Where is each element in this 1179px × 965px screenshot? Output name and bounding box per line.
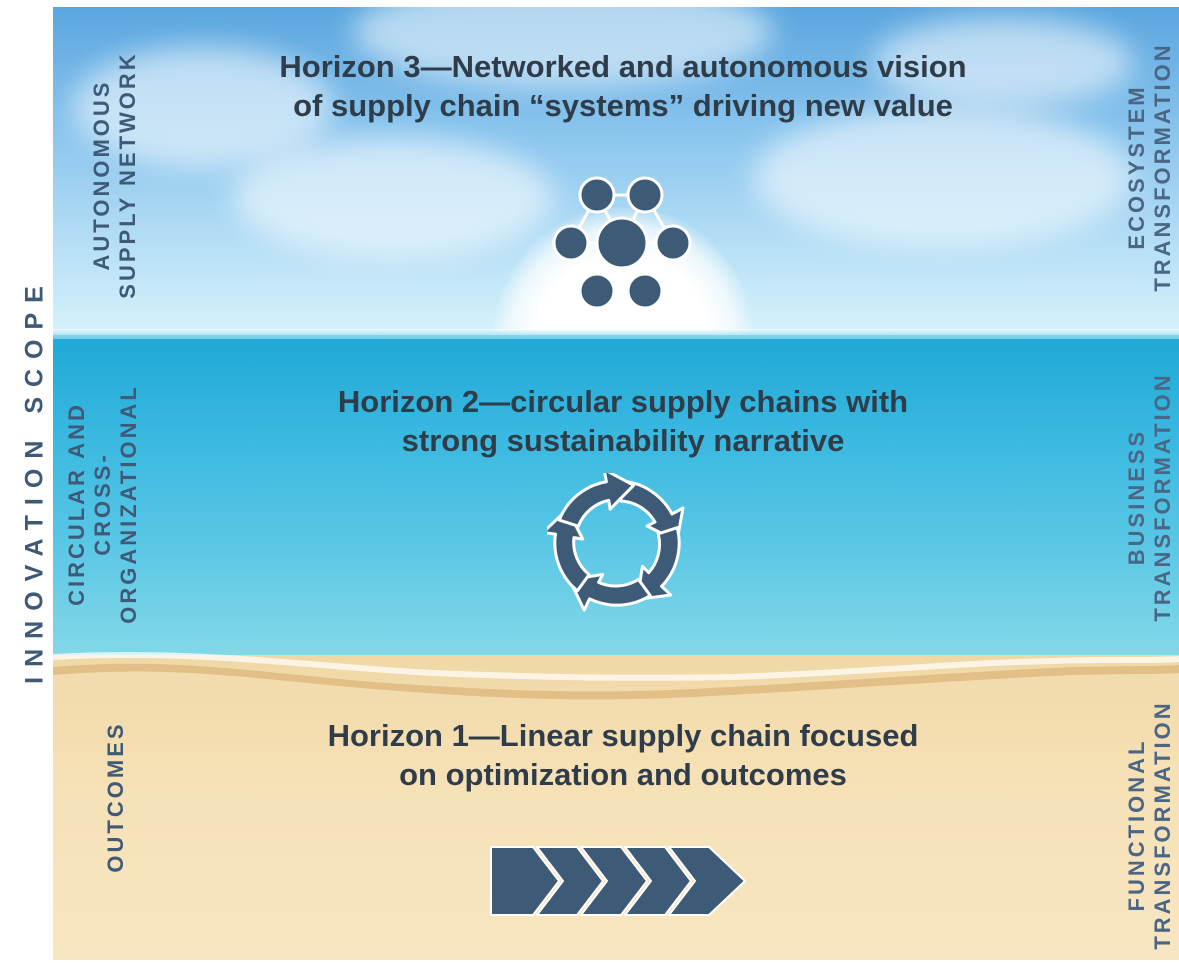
horizon-2-right-label: BUSINESS TRANSFORMATION [1124,372,1175,622]
y-axis: INNOVATION SCOPE [0,0,60,965]
horizon-2-left-label: CIRCULAR AND CROSS- ORGANIZATIONAL [64,384,141,624]
axis-label: INNOVATION SCOPE [20,276,49,684]
horizon-3-title: Horizon 3—Networked and autonomous visio… [193,47,1053,125]
horizon-3-left-label: AUTONOMOUS SUPPLY NETWORK [89,51,140,299]
horizon-3-title-line1: Horizon 3—Networked and autonomous visio… [279,49,967,84]
horizon-1-title-line2: on optimization and outcomes [399,757,847,792]
horizon-1-left-label: OUTCOMES [103,721,128,873]
horizon-line [53,329,1179,339]
horizon-1-right-label: FUNCTIONAL TRANSFORMATION [1124,700,1175,950]
horizon-1-title: Horizon 1—Linear supply chain focused on… [193,716,1053,794]
horizon-3-title-line2: of supply chain “systems” driving new va… [293,88,953,123]
shoreline [53,652,1179,707]
horizon-2-title: Horizon 2—circular supply chains with st… [193,382,1053,460]
horizon-3-right-label: ECOSYSTEM TRANSFORMATION [1124,42,1175,292]
horizon-2-title-line2: strong sustainability narrative [401,423,845,458]
horizon-2-title-line1: Horizon 2—circular supply chains with [337,384,909,419]
horizon-1-title-line1: Horizon 1—Linear supply chain focused [327,718,919,753]
circular-arrows-icon [547,473,687,613]
chevron-arrows-icon [490,846,746,916]
sky-band [53,7,1179,335]
network-icon [552,176,692,310]
horizons-diagram: Horizon 3—Networked and autonomous visio… [53,7,1179,960]
